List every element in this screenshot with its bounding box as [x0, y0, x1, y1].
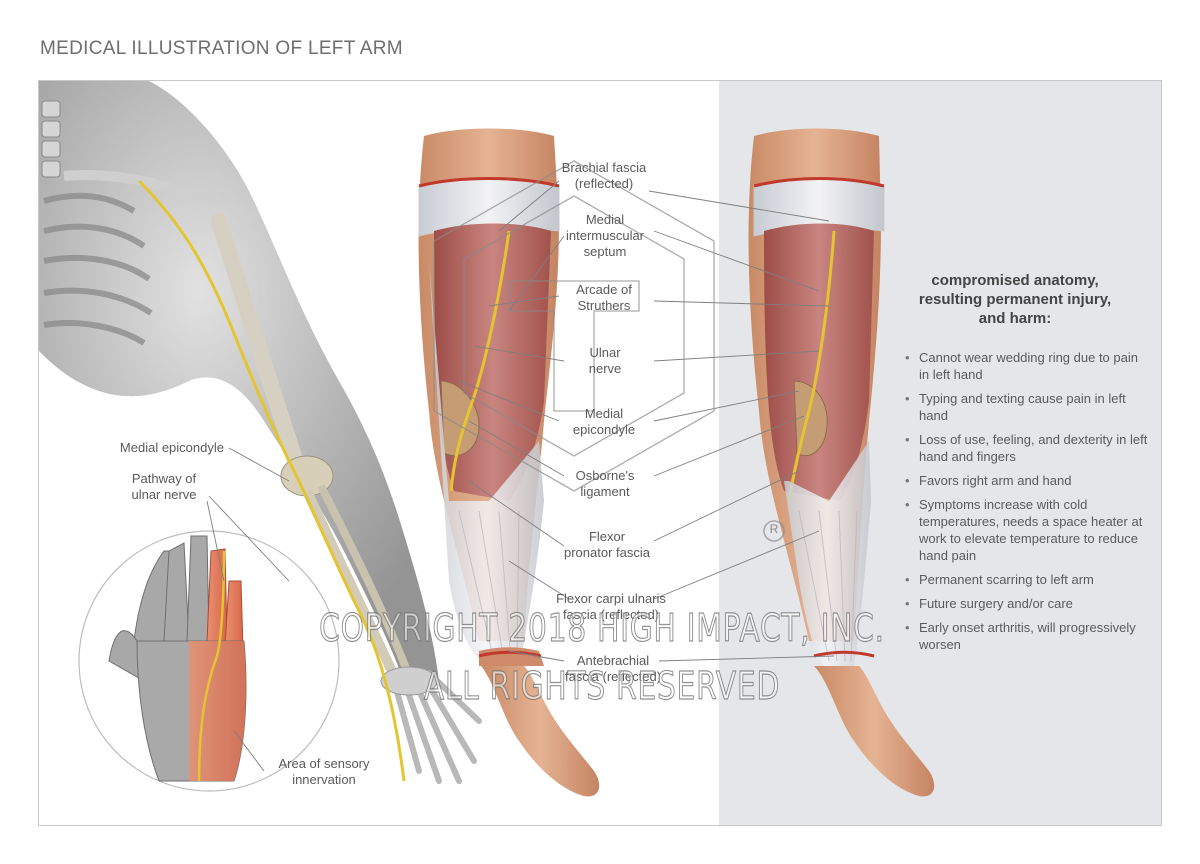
label-ulnar-line1: Ulnar: [589, 345, 621, 360]
harm-list-item: Loss of use, feeling, and dexterity in l…: [903, 431, 1148, 465]
label-medial-epicondyle-center: Medial epicondyle: [573, 406, 635, 438]
skeletal-arm-figure: [39, 81, 482, 784]
harm-list-item: Permanent scarring to left arm: [903, 571, 1148, 588]
harm-title-line1: compromised anatomy,: [931, 272, 1099, 289]
label-pathway-line1: Pathway of: [131, 471, 197, 486]
leader-lines: [206, 180, 835, 772]
label-area-sensory-innervation: Area of sensory innervation: [264, 756, 384, 788]
watermark-copyright: COPYRIGHT 2018 HIGH IMPACT, INC.: [319, 605, 885, 650]
label-ante-line1: Antebrachial: [576, 653, 650, 668]
label-pathway-ulnar-nerve: Pathway of ulnar nerve: [109, 471, 219, 503]
label-medial-intermuscular-septum: Medial intermuscular septum: [566, 212, 644, 260]
label-flexor-pronator-fascia: Flexor pronator fascia: [564, 529, 650, 561]
hand-inset: [78, 530, 340, 792]
label-sensory-line2: innervation: [292, 772, 356, 787]
label-epi-line1: Medial: [584, 406, 624, 421]
label-ulnar-line2: nerve: [588, 361, 622, 376]
registered-mark: R: [769, 522, 779, 536]
label-arcade-line2: Struthers: [577, 298, 631, 313]
watermark-logo: [433, 160, 785, 542]
harm-title-line3: and harm:: [978, 310, 1052, 327]
label-ulnar-nerve: Ulnar nerve: [589, 345, 622, 377]
label-fcu-line2: fascia (reflected): [562, 607, 660, 622]
label-epi-line2: epicondyle: [572, 422, 636, 437]
label-ante-line2: fascia (reflected): [564, 669, 662, 684]
watermark-rights: ALL RIGHTS RESERVED: [423, 663, 781, 708]
harm-title-line2: resulting permanent injury,: [918, 291, 1112, 308]
label-medial-epicondyle-left: Medial epicondyle: [119, 440, 224, 455]
harm-title: compromised anatomy, resulting permanent…: [880, 271, 1150, 328]
harm-list-item: Favors right arm and hand: [903, 472, 1148, 489]
label-arcade-line1: Arcade of: [576, 282, 632, 297]
label-arcade-of-struthers: Arcade of Struthers: [576, 282, 632, 314]
label-medial-line1: Medial: [585, 212, 625, 227]
harm-list-item: Early onset arthritis, will progressivel…: [903, 619, 1148, 653]
label-medial-line3: septum: [583, 244, 627, 259]
harm-list-item: Cannot wear wedding ring due to pain in …: [903, 349, 1148, 383]
label-sensory-line1: Area of sensory: [278, 756, 370, 771]
illustration-frame: Medial epicondyle Pathway of ulnar nerve…: [38, 80, 1162, 826]
label-osborne-line1: Osborne's: [575, 468, 635, 483]
right-arm-figure: [748, 128, 935, 797]
label-pathway-line2: ulnar nerve: [131, 487, 197, 502]
harm-list-item: Typing and texting cause pain in left ha…: [903, 390, 1148, 424]
label-flexor-carpi-ulnaris-fascia: Flexor carpi ulnaris fascia (reflected): [556, 591, 666, 623]
label-fcu-line1: Flexor carpi ulnaris: [556, 591, 666, 606]
label-flexor-line1: Flexor: [588, 529, 626, 544]
anatomy-illustration: [39, 81, 935, 797]
label-brachial-line1: Brachial fascia: [561, 160, 647, 175]
label-flexor-line2: pronator fascia: [564, 545, 650, 560]
label-osborne-line2: ligament: [580, 484, 630, 499]
harm-list-item: Future surgery and/or care: [903, 595, 1148, 612]
harm-list: Cannot wear wedding ring due to pain in …: [903, 349, 1148, 660]
harm-list-item: Symptoms increase with cold temperatures…: [903, 496, 1148, 564]
label-osbornes-ligament: Osborne's ligament: [576, 468, 635, 500]
label-antebrachial-fascia: Antebrachial fascia (reflected): [565, 653, 661, 685]
page-title: MEDICAL ILLUSTRATION OF LEFT ARM: [40, 38, 403, 59]
label-brachial-line2: (reflected): [574, 176, 634, 191]
label-brachial-fascia: Brachial fascia (reflected): [562, 160, 647, 192]
label-medial-line2: intermuscular: [565, 228, 645, 243]
